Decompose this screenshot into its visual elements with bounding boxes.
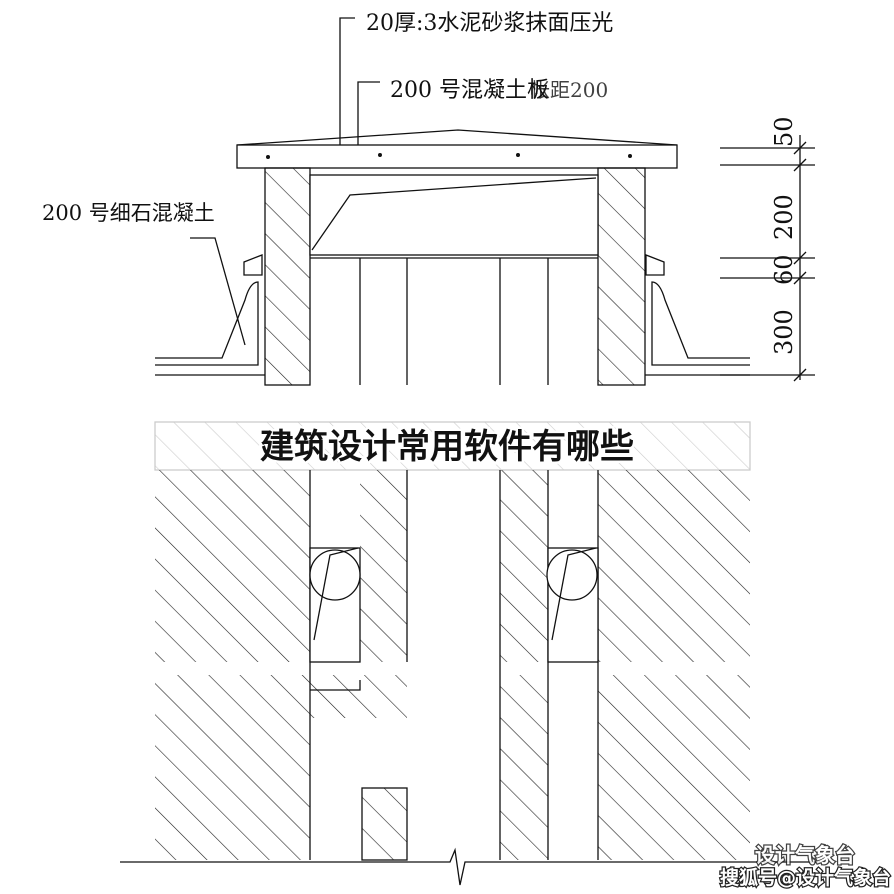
left-pipe: [309, 549, 361, 601]
right-fillet: [651, 281, 750, 366]
dim-60: 60: [770, 254, 798, 285]
left-wall: [264, 167, 311, 386]
dim-200: 200: [770, 194, 798, 240]
cover-slab: [236, 144, 678, 169]
dim-300: 300: [770, 309, 798, 355]
inner-lid: [309, 174, 599, 256]
ground-line: [120, 847, 820, 886]
label-slab: 200 号混凝土板: [390, 78, 549, 103]
overlay-title: 建筑设计常用软件有哪些: [260, 427, 634, 467]
watermark-source: 搜狐号@设计气象台: [720, 866, 891, 889]
label-slab-overlap: 帐距200: [530, 78, 608, 102]
slab-top: [236, 129, 678, 146]
watermark-account: 设计气象台: [755, 843, 855, 867]
label-top-finish: 20厚:3水泥砂浆抹面压光: [366, 11, 613, 36]
left-fillet: [155, 281, 259, 366]
label-fine-concrete: 200 号细石混凝土: [42, 201, 215, 225]
right-pipe: [546, 549, 598, 601]
right-wall: [597, 167, 646, 386]
dim-50: 50: [770, 116, 798, 147]
